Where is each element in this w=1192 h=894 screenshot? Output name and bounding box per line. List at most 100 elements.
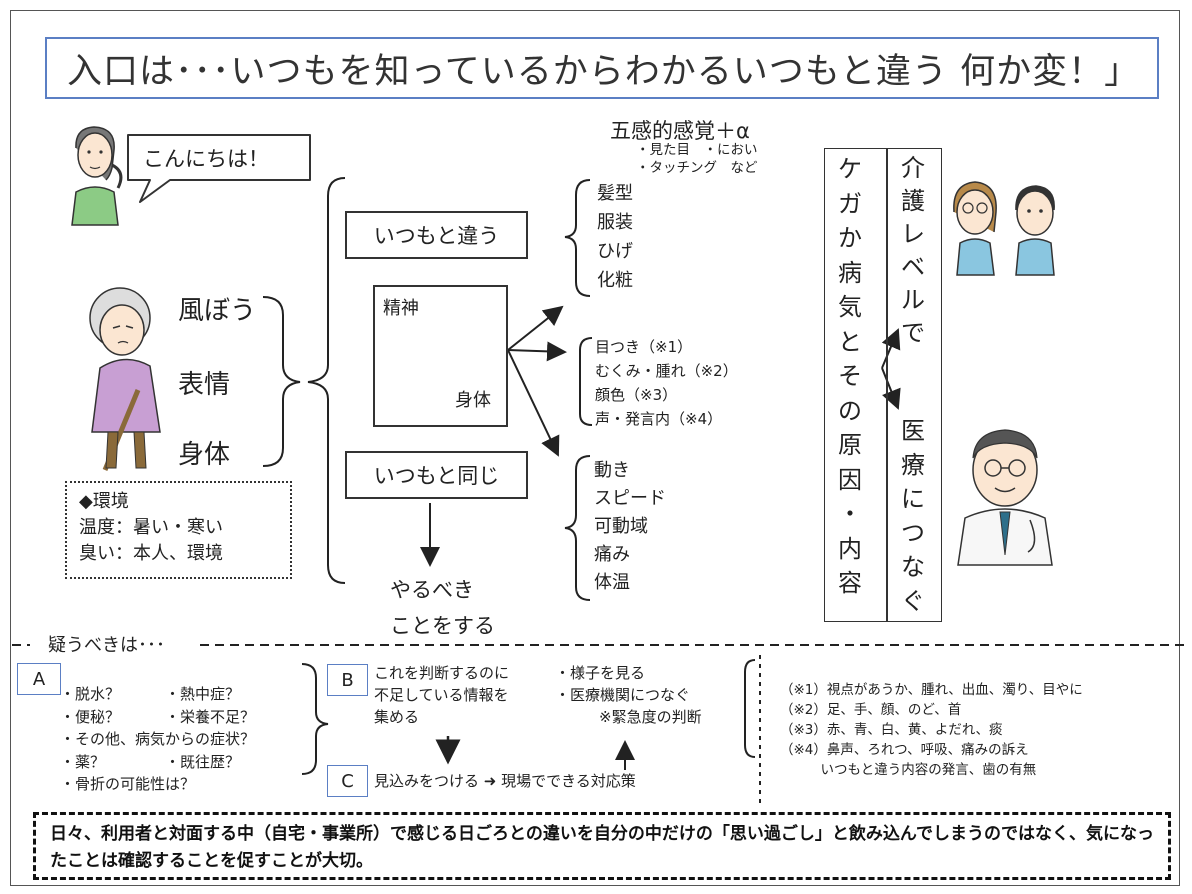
char: ・ <box>838 500 862 528</box>
environment-line: 臭い：本人、環境 <box>79 543 223 564</box>
char: そ <box>838 362 862 390</box>
char: で <box>901 319 925 347</box>
list-item: ひげ <box>597 241 633 262</box>
mind-label: 精神 <box>383 298 419 319</box>
char: と <box>838 327 862 356</box>
char: 医 <box>901 417 925 445</box>
char: な <box>901 553 925 581</box>
list-item: 顔色（※3） <box>595 386 678 404</box>
list-item: 痛み <box>594 544 630 565</box>
left-item-body: 身体 <box>178 440 231 470</box>
note-line: いつもと違う内容の発言、歯の有無 <box>780 762 1037 778</box>
text-line: ・様子を見る <box>555 664 646 682</box>
char: 因 <box>838 465 862 494</box>
bottom-message-box: 日々、利用者と対面する中（自宅・事業所）で感じる日ごろとの違いを自分の中だけの「… <box>33 812 1171 880</box>
char: ぐ <box>901 587 925 615</box>
care-level-text: 介 護 レ ベ ル で <box>901 152 925 350</box>
char: の <box>838 396 862 425</box>
page-frame <box>10 10 1180 886</box>
char: 介 <box>901 154 925 182</box>
note-line: （※4）鼻声、ろれつ、呼吸、痛みの訴え <box>780 742 1029 758</box>
cause-column-box <box>824 148 887 622</box>
section-b-right-text: ・様子を見る ・医療機関につなぐ ※緊急度の判断 <box>555 662 702 728</box>
list-item: 髪型 <box>597 183 633 204</box>
do-what-line: ことをする <box>390 614 495 638</box>
char: 療 <box>901 451 925 479</box>
bottom-message: 日々、利用者と対面する中（自宅・事業所）で感じる日ごろとの違いを自分の中だけの「… <box>50 824 1154 871</box>
char: 原 <box>838 431 862 459</box>
movement-list: 動き スピード 可動域 痛み 体温 <box>594 457 666 597</box>
do-what-must-be-done: やるべき ことをする <box>390 572 495 644</box>
note-line: （※2）足、手、顔、のど、首 <box>780 702 962 718</box>
char: ル <box>901 286 925 314</box>
char: 病 <box>838 258 862 287</box>
title-box: 入口は･･･いつもを知っているからわかるいつもと違う 何か変！」 <box>45 37 1159 99</box>
list-item: 目つき（※1） <box>595 338 693 356</box>
char: 容 <box>838 569 862 597</box>
text-line: 集める <box>374 708 420 726</box>
notes-list: （※1）視点があうか、腫れ、出血、濁り、目やに （※2）足、手、顔、のど、首 （… <box>780 680 1083 780</box>
note-line: （※3）赤、青、白、黄、よだれ、痰 <box>780 722 1003 738</box>
greeting-text: こんにちは！ <box>143 147 269 171</box>
text-line: ・医療機関につなぐ <box>555 686 691 704</box>
section-b-label-box: B <box>327 664 368 696</box>
char: か <box>838 224 862 252</box>
same-as-usual-label: いつもと同じ <box>373 464 500 488</box>
same-as-usual-box: いつもと同じ <box>345 451 528 499</box>
section-c-text: 見込みをつける ➜ 現場でできる対応策 <box>374 772 636 790</box>
list-item: 声・発言内（※4） <box>595 410 723 428</box>
five-senses-line: ・見た目 ・におい <box>636 142 758 158</box>
appearance-list: 髪型 服装 ひげ 化粧 <box>597 179 633 295</box>
char: ケ <box>838 155 862 183</box>
five-senses-line: ・タッチング など <box>636 160 758 176</box>
medical-link-text: 医 療 に つ な ぐ <box>901 414 925 618</box>
note-line: （※1）視点があうか、腫れ、出血、濁り、目やに <box>780 682 1083 698</box>
suspect-label: 疑うべきは･･･ <box>42 632 171 659</box>
list-item: ・その他、病気からの症状？ <box>60 730 256 748</box>
char: ベ <box>901 253 925 281</box>
list-item: 化粧 <box>597 270 633 291</box>
section-c-label-box: C <box>327 765 368 797</box>
action-column-box <box>887 148 942 622</box>
different-from-usual-label: いつもと違う <box>373 224 500 248</box>
section-a-label-box: A <box>17 663 61 695</box>
list-item: 体温 <box>594 572 630 593</box>
section-c-label: C <box>341 770 354 792</box>
list-item: 可動域 <box>594 516 648 537</box>
text-line: ※緊急度の判断 <box>599 708 702 726</box>
do-what-line: やるべき <box>390 578 474 602</box>
doctor-icon <box>957 429 1053 566</box>
list-item: 動き <box>594 460 630 481</box>
text-line: これを判断するのに <box>374 664 510 682</box>
body-label: 身体 <box>455 390 491 411</box>
section-b-label: B <box>341 669 354 691</box>
list-item: 服装 <box>597 212 633 233</box>
list-item: ・骨折の可能性は？ <box>60 775 196 793</box>
left-item-expression: 表情 <box>178 370 231 400</box>
five-senses-heading: 五感的感覚＋α <box>610 119 750 143</box>
page-title: 入口は･･･いつもを知っているからわかるいつもと違う 何か変！」 <box>67 51 1141 92</box>
section-b-left-text: これを判断するのに 不足している情報を 集める <box>374 662 509 728</box>
elderly-woman-icon <box>89 287 161 471</box>
list-item: むくみ・腫れ（※2） <box>595 362 738 380</box>
environment-box: ◆環境 温度：暑い・寒い 臭い：本人、環境 <box>65 481 292 579</box>
list-item: スピード <box>594 488 666 509</box>
char: 気 <box>838 293 862 321</box>
section-a-list: ・脱水？ ・熱中症？ ・便秘？ ・栄養不足？ ・その他、病気からの症状？ ・薬？… <box>60 683 255 796</box>
text-line: 不足している情報を <box>374 686 509 704</box>
char: 内 <box>838 534 862 563</box>
environment-line: 温度：暑い・寒い <box>79 517 223 538</box>
body-signs-list: 目つき（※1） むくみ・腫れ（※2） 顔色（※3） 声・発言内（※4） <box>595 335 738 431</box>
cause-column-text: ケ ガ か 病 気 と そ の 原 因 ・ 内 容 <box>838 152 862 601</box>
list-item: ・薬？ ・既往歴？ <box>60 752 241 771</box>
char: ガ <box>838 189 862 218</box>
char: つ <box>901 519 925 547</box>
left-item-appearance: 風ぼう <box>178 296 257 326</box>
different-from-usual-box: いつもと違う <box>345 211 528 259</box>
char: 護 <box>901 187 925 215</box>
environment-heading: ◆環境 <box>79 491 129 512</box>
young-woman-icon <box>71 126 123 226</box>
speech-bubble <box>127 134 311 203</box>
list-item: ・脱水？ ・熱中症？ <box>60 685 241 703</box>
